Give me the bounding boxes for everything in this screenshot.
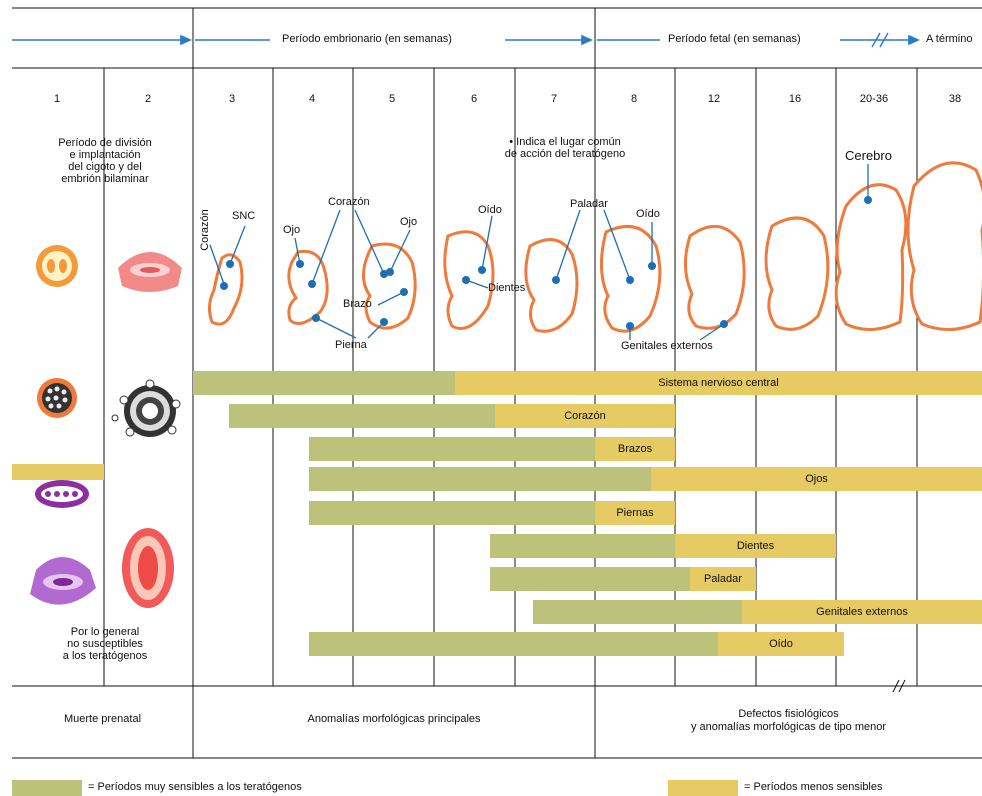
label-pierna: Pierna bbox=[335, 339, 367, 351]
week-label: 16 bbox=[765, 93, 825, 105]
division-note: Período de división e implantación del c… bbox=[30, 137, 180, 185]
bar-piernas: Piernas bbox=[309, 501, 675, 525]
footer-minor-defects: Defectos fisiológicos y anomalías morfol… bbox=[595, 708, 982, 734]
legend-less-swatch bbox=[668, 780, 738, 796]
label-dientes: Dientes bbox=[488, 282, 525, 294]
embryonic-period-header: Período embrionario (en semanas) bbox=[278, 33, 456, 45]
very-sensitive-segment bbox=[533, 600, 742, 624]
bar-label: Paladar bbox=[690, 567, 756, 591]
bar-brazos: Brazos bbox=[309, 437, 675, 461]
week-label: 1 bbox=[27, 93, 87, 105]
zygote-icon bbox=[36, 245, 78, 287]
label-corazon: Corazón bbox=[328, 196, 370, 208]
footer-prenatal-death: Muerte prenatal bbox=[12, 713, 193, 726]
not-susceptible-note: Por lo general no susceptibles a los ter… bbox=[40, 626, 170, 662]
fetus-week20-icon bbox=[836, 185, 906, 330]
bar-corazón: Corazón bbox=[229, 404, 675, 428]
fetal-period-header: Período fetal (en semanas) bbox=[664, 33, 805, 45]
bar-ojos: Ojos bbox=[309, 467, 982, 491]
very-sensitive-segment bbox=[309, 437, 595, 461]
embryo-week7-icon bbox=[526, 240, 577, 332]
bar-dientes: Dientes bbox=[490, 534, 836, 558]
bar-oído: Oído bbox=[309, 632, 844, 656]
very-sensitive-segment bbox=[309, 467, 651, 491]
legend-very-swatch bbox=[12, 780, 82, 796]
week-label: 6 bbox=[444, 93, 504, 105]
bar-label: Sistema nervioso central bbox=[455, 371, 982, 395]
week-label: 3 bbox=[202, 93, 262, 105]
week-label: 7 bbox=[524, 93, 584, 105]
label-ojo-1: Ojo bbox=[283, 224, 300, 236]
fetus-week16-icon bbox=[766, 218, 828, 329]
week-label: 38 bbox=[925, 93, 982, 105]
label-corazon-vertical: Corazón bbox=[199, 209, 211, 251]
very-sensitive-segment bbox=[490, 567, 690, 591]
indicator-note: • Indica el lugar común de acción del te… bbox=[470, 136, 660, 160]
bar-label: Genitales externos bbox=[742, 600, 982, 624]
label-cerebro: Cerebro bbox=[845, 148, 892, 163]
week-label: 2 bbox=[118, 93, 178, 105]
label-paladar: Paladar bbox=[570, 198, 608, 210]
very-sensitive-segment bbox=[229, 404, 495, 428]
label-ojo-2: Ojo bbox=[400, 216, 417, 228]
blastocyst-icon bbox=[37, 378, 77, 418]
week-label: 12 bbox=[684, 93, 744, 105]
fetus-week12-icon bbox=[685, 226, 744, 328]
left-yellow-strip bbox=[12, 464, 104, 480]
legend-less-text: = Períodos menos sensibles bbox=[744, 781, 883, 793]
label-oido-1: Oído bbox=[478, 204, 502, 216]
very-sensitive-segment bbox=[309, 501, 595, 525]
bar-label: Oído bbox=[718, 632, 844, 656]
fetus-week38-icon bbox=[908, 163, 982, 330]
bar-label: Dientes bbox=[675, 534, 836, 558]
legend-very-text: = Períodos muy sensibles a los teratógen… bbox=[88, 781, 302, 793]
bar-label: Corazón bbox=[495, 404, 675, 428]
embryo-disc-icon bbox=[30, 557, 96, 605]
bar-label: Brazos bbox=[595, 437, 675, 461]
bar-paladar: Paladar bbox=[490, 567, 756, 591]
bar-label: Ojos bbox=[651, 467, 982, 491]
bilaminar-disc-icon bbox=[118, 252, 182, 292]
very-sensitive-segment bbox=[309, 632, 718, 656]
embryo-week4-icon bbox=[289, 251, 327, 323]
chorionic-sac-icon bbox=[122, 528, 174, 608]
week-label: 8 bbox=[604, 93, 664, 105]
week-label: 4 bbox=[282, 93, 342, 105]
embryo-week5-icon bbox=[363, 244, 415, 328]
bar-sistema-nervioso-central: Sistema nervioso central bbox=[193, 371, 982, 395]
morula-icon bbox=[35, 480, 89, 508]
week-label: 5 bbox=[362, 93, 422, 105]
week-label: 20-36 bbox=[844, 93, 904, 105]
term-header: A término bbox=[922, 33, 976, 45]
bar-genitales-externos: Genitales externos bbox=[533, 600, 982, 624]
very-sensitive-segment bbox=[490, 534, 675, 558]
label-genitales: Genitales externos bbox=[621, 340, 713, 352]
very-sensitive-segment bbox=[193, 371, 455, 395]
bar-label: Piernas bbox=[595, 501, 675, 525]
label-brazo: Brazo bbox=[343, 298, 372, 310]
implantation-icon bbox=[112, 380, 180, 437]
label-oido-2: Oído bbox=[636, 208, 660, 220]
label-snc: SNC bbox=[232, 210, 255, 222]
footer-major-anomalies: Anomalías morfológicas principales bbox=[193, 713, 595, 726]
